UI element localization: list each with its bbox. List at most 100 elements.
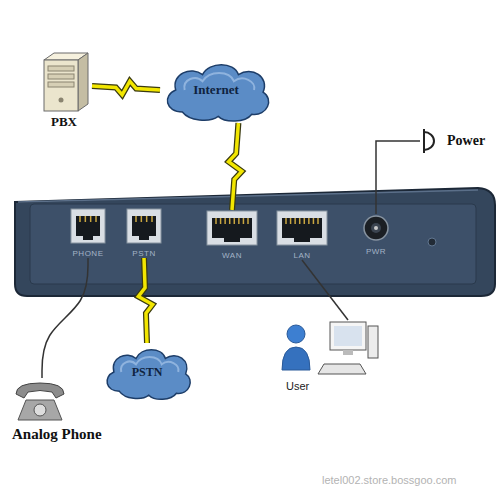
jack-pin <box>141 216 143 222</box>
jack-opening <box>212 218 252 238</box>
user-body <box>282 347 310 370</box>
analog-phone: Analog Phone <box>12 378 102 443</box>
link-outline <box>92 81 160 95</box>
cable <box>376 141 420 214</box>
monitor-stand <box>343 350 353 355</box>
port-label: LAN <box>276 251 328 260</box>
jack-pin <box>238 218 240 224</box>
device-led <box>428 238 436 246</box>
keyboard <box>318 364 366 374</box>
network-link <box>92 81 160 95</box>
device-label: User <box>280 380 380 392</box>
user-computer-icon <box>280 320 380 378</box>
drive-bay <box>48 74 74 79</box>
phone-body <box>18 400 62 420</box>
plug-dome <box>424 132 434 150</box>
lan-port: LAN <box>276 210 328 260</box>
jack-pin <box>220 218 222 224</box>
jack-frame <box>277 211 327 245</box>
jack-pin <box>285 218 287 224</box>
jack-notch <box>83 234 93 240</box>
cable-line <box>42 258 88 378</box>
rj45-jack <box>206 210 258 246</box>
phone-icon <box>12 378 68 424</box>
jack-frame <box>207 211 257 245</box>
device-label: Analog Phone <box>12 426 102 443</box>
jack-pin <box>290 218 292 224</box>
jack-pin <box>224 218 226 224</box>
power-button <box>59 98 64 103</box>
phone-dial <box>34 404 46 416</box>
link-outline <box>138 258 152 343</box>
jack-opening <box>282 218 322 238</box>
pstn-port: PSTN <box>126 208 162 258</box>
jack-pin <box>247 218 249 224</box>
pbx-server: PBX <box>36 50 92 130</box>
port-label: PWR <box>362 247 390 256</box>
wan-port: WAN <box>206 210 258 260</box>
server-side <box>78 53 88 111</box>
device-top-edge <box>18 190 478 202</box>
cable <box>42 258 88 378</box>
jack-ring <box>364 216 388 240</box>
port-label: WAN <box>206 251 258 260</box>
user-head <box>287 325 305 343</box>
dc-jack <box>362 214 390 242</box>
phone-port: PHONE <box>70 208 106 258</box>
drive-bay <box>48 66 74 71</box>
watermark: letel002.store.bossgoo.com <box>322 474 457 486</box>
network-link <box>229 123 242 210</box>
jack-pin <box>313 218 315 224</box>
power-jack: PWR <box>362 214 390 256</box>
jack-pin <box>90 216 92 222</box>
jack-inner <box>371 223 381 233</box>
jack-pin <box>317 218 319 224</box>
cloud-outline <box>167 65 268 121</box>
jack-pin <box>304 218 306 224</box>
jack-pin <box>374 226 378 230</box>
jack-pin <box>151 216 153 222</box>
device-label: Power <box>447 133 485 149</box>
drive-bay <box>48 82 74 87</box>
jack-pin <box>79 216 81 222</box>
rj45-jack <box>276 210 328 246</box>
jack-notch <box>294 236 310 242</box>
jack-notch <box>139 234 149 240</box>
user-computer: User <box>280 320 380 392</box>
cloud-label: Internet <box>193 82 239 98</box>
cable-line <box>376 141 420 214</box>
server-front <box>44 60 78 111</box>
link-bolt <box>138 258 152 343</box>
port-label: PHONE <box>70 249 106 258</box>
jack-frame <box>71 209 105 243</box>
link-outline <box>229 123 242 210</box>
device-front-panel <box>30 204 476 284</box>
jack-pin <box>215 218 217 224</box>
jack-opening <box>132 216 156 236</box>
jack-notch <box>224 236 240 242</box>
jack-pin <box>85 216 87 222</box>
jack-pin <box>294 218 296 224</box>
jack-pin <box>243 218 245 224</box>
port-label: PSTN <box>126 249 162 258</box>
jack-pin <box>95 216 97 222</box>
device-label: PBX <box>36 114 92 130</box>
jack-pin <box>299 218 301 224</box>
cable <box>302 260 348 320</box>
jack-frame <box>127 209 161 243</box>
jack-pin <box>234 218 236 224</box>
link-bolt <box>229 123 242 210</box>
pc-tower <box>368 326 378 358</box>
plug-symbol <box>420 126 444 156</box>
jack-pin <box>308 218 310 224</box>
network-link <box>138 258 152 343</box>
internet-cloud: Internet <box>160 57 272 123</box>
pstn-cloud: PSTN <box>101 343 193 401</box>
monitor-screen <box>334 326 362 346</box>
jack-pin <box>135 216 137 222</box>
power-plug: Power <box>420 126 485 156</box>
cloud-outline <box>107 350 190 400</box>
link-bolt <box>92 81 160 95</box>
phone-handset <box>16 383 64 398</box>
